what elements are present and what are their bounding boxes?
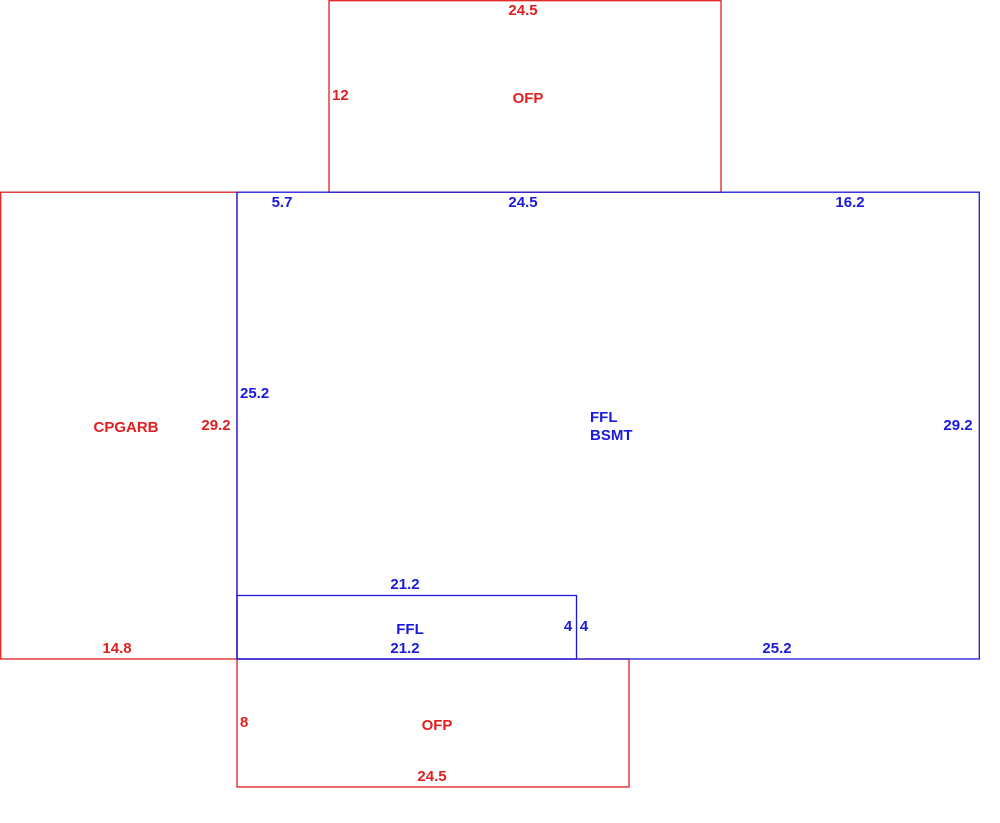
cpgarb-dim-right: 29.2 bbox=[201, 417, 230, 434]
main-dim-bottom-right: 25.2 bbox=[762, 640, 791, 657]
ofp-bottom-area: 8 OFP 24.5 bbox=[236, 658, 630, 788]
ffl-small-dim-right-inner: 4 bbox=[564, 618, 573, 635]
main-dim-left: 25.2 bbox=[240, 385, 269, 402]
ofp-top-area: 24.5 12 OFP bbox=[328, 0, 722, 193]
ffl-small-label: FFL bbox=[396, 621, 424, 638]
ffl-small-dim-bottom: 21.2 bbox=[390, 640, 419, 657]
main-label-bsmt: BSMT bbox=[590, 427, 633, 444]
main-dim-right: 29.2 bbox=[943, 417, 972, 434]
main-label-ffl: FFL bbox=[590, 409, 618, 426]
ofp-bottom-dim-bottom: 24.5 bbox=[417, 768, 446, 785]
ofp-bottom-label: OFP bbox=[422, 717, 453, 734]
main-outline bbox=[236, 191, 980, 660]
ffl-small-dim-top: 21.2 bbox=[390, 576, 419, 593]
main-dim-top-right: 16.2 bbox=[835, 194, 864, 211]
cpgarb-area: CPGARB 29.2 14.8 bbox=[0, 191, 238, 660]
main-dim-top-mid: 24.5 bbox=[508, 194, 537, 211]
ffl-small-area: 21.2 FFL 21.2 4 4 bbox=[236, 576, 589, 660]
ffl-small-outline bbox=[236, 594, 578, 660]
main-ffl-bsmt-area: 5.7 24.5 16.2 25.2 29.2 FFL BSMT 25.2 bbox=[236, 191, 980, 660]
ofp-top-label: OFP bbox=[513, 90, 544, 107]
cpgarb-dim-bottom: 14.8 bbox=[102, 640, 131, 657]
ofp-top-dim-left: 12 bbox=[332, 87, 349, 104]
main-dim-top-left: 5.7 bbox=[272, 194, 293, 211]
cpgarb-label: CPGARB bbox=[93, 419, 158, 436]
ffl-small-dim-right-outer: 4 bbox=[580, 618, 589, 635]
ofp-bottom-dim-left: 8 bbox=[240, 714, 248, 731]
ofp-top-dim-top: 24.5 bbox=[508, 2, 537, 19]
